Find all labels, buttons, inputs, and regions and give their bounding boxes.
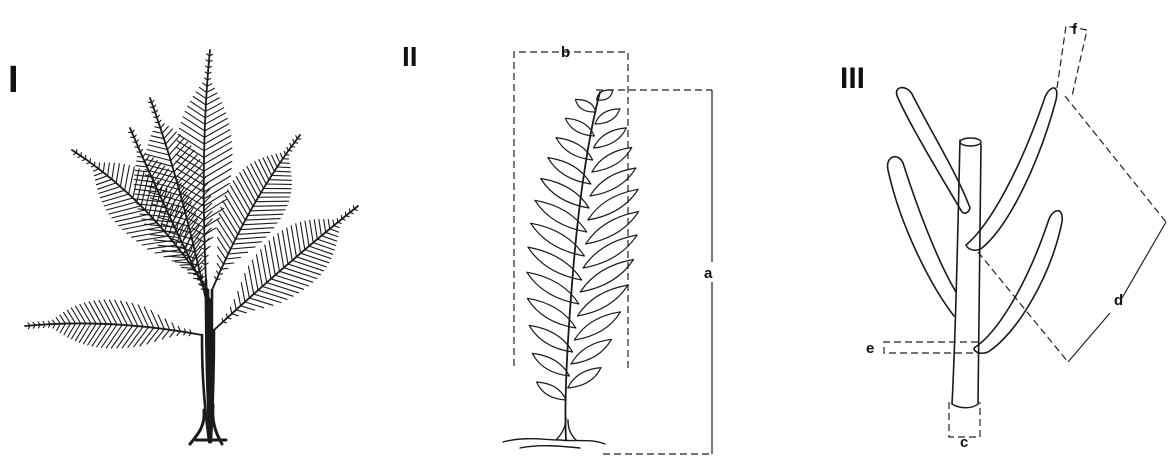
measure-label-b: b [561, 44, 570, 61]
panel-label-iii: III [840, 62, 865, 95]
measure-label-c: c [960, 434, 968, 451]
plant-illustration-ii [503, 90, 639, 448]
panel-i: I [8, 50, 358, 444]
panel-label-ii: II [402, 41, 418, 72]
measure-label-a: a [704, 265, 713, 282]
measure-label-f: f [1072, 21, 1078, 38]
panel-ii: II b a [402, 41, 713, 454]
measure-label-e: e [866, 340, 874, 357]
plant-illustration-i [25, 50, 358, 444]
measure-box-e [884, 342, 978, 353]
measure-label-d: d [1114, 292, 1123, 309]
plant-illustration-iii [888, 88, 1063, 408]
panel-label-i: I [8, 59, 19, 101]
panel-iii: III c e f d [840, 21, 1166, 451]
measure-leader-d-bottom [978, 252, 1068, 362]
measure-leader-d-top [1065, 96, 1166, 222]
